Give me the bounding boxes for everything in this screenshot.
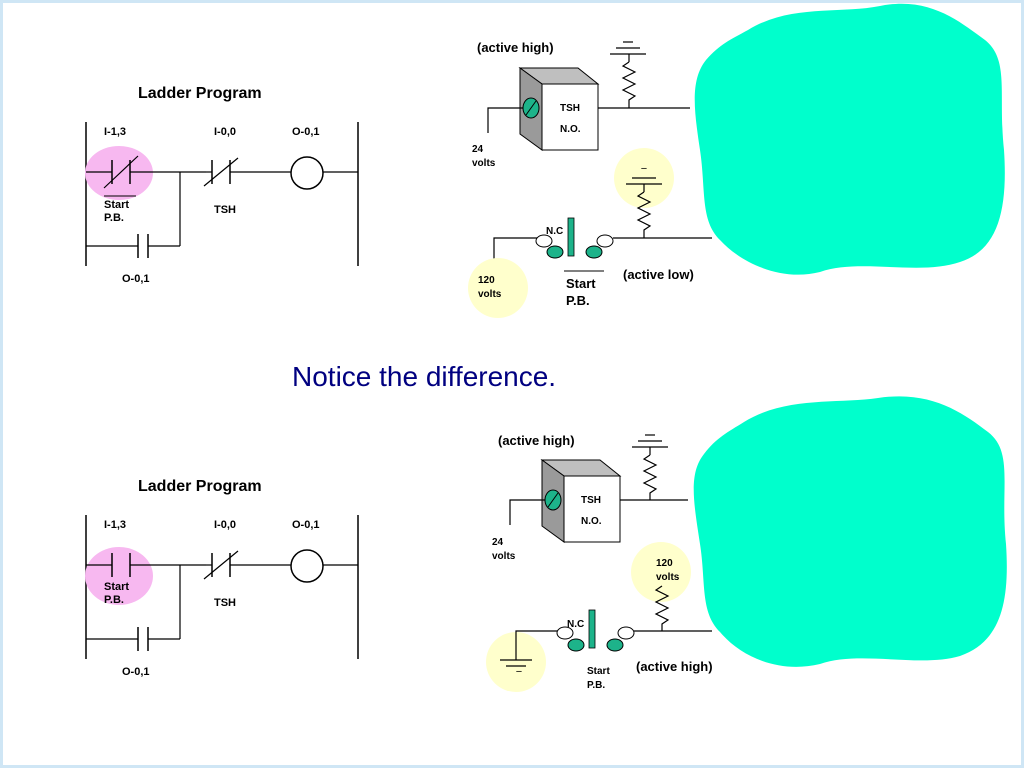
24v-label-line1: 24 xyxy=(492,537,504,548)
120v-highlight xyxy=(631,542,691,602)
pb-terminal-right xyxy=(596,234,614,248)
ground-highlight xyxy=(486,632,546,692)
ground-mark: − xyxy=(516,666,522,678)
field-circuit-bottom: (active high) TSH N.O. 24 volts 120 volt… xyxy=(486,396,1007,692)
ladder-program-bottom: Ladder Program I-1,3 I-0,0 O-0,1 Start P… xyxy=(85,478,359,678)
start-pb-label-line2: P.B. xyxy=(104,594,124,606)
start-pb-label-line2: P.B. xyxy=(587,680,605,691)
ladder-title: Ladder Program xyxy=(138,85,262,102)
address-input-tsh: I-0,0 xyxy=(214,126,236,138)
bottom-input-label: (active high) xyxy=(636,659,713,674)
top-input-label: (active high) xyxy=(477,40,554,55)
tsh-box-label: TSH xyxy=(560,103,580,114)
pulldown-resistor xyxy=(636,191,652,238)
24v-label-line2: volts xyxy=(472,158,496,169)
start-pushbutton xyxy=(567,217,575,257)
panel-bottom: Ladder Program I-1,3 I-0,0 O-0,1 Start P… xyxy=(85,396,1007,692)
start-contact-highlight xyxy=(85,547,153,605)
seal-in-label: O-0,1 xyxy=(122,273,150,285)
output-coil xyxy=(290,156,324,190)
start-contact-highlight xyxy=(85,146,153,200)
pb-terminal-left xyxy=(556,626,574,640)
24v-label-line1: 24 xyxy=(472,144,484,155)
address-input-start: I-1,3 xyxy=(104,126,126,138)
address-output: O-0,1 xyxy=(292,519,320,531)
field-circuit-top: (active high) TSH N.O. 24 volts − xyxy=(468,3,1005,318)
ladder-program-top: Ladder Program I-1,3 I-0,0 O-0,1 Start P… xyxy=(85,85,359,285)
ladder-title: Ladder Program xyxy=(138,478,262,495)
start-pb-label-line1: Start xyxy=(104,199,129,211)
no-label: N.O. xyxy=(560,124,581,135)
nc-label: N.C xyxy=(546,226,563,237)
slide-caption: Notice the difference. xyxy=(292,361,556,392)
24v-label-line2: volts xyxy=(492,551,516,562)
address-input-tsh: I-0,0 xyxy=(214,519,236,531)
start-pb-label-line1: Start xyxy=(104,581,129,593)
start-pb-label-line2: P.B. xyxy=(104,212,124,224)
ground-mark: − xyxy=(641,163,647,175)
120v-highlight xyxy=(468,258,528,318)
tsh-switch-box xyxy=(563,475,621,543)
start-pb-label-line2: P.B. xyxy=(566,293,590,308)
pullup-resistor xyxy=(642,454,658,500)
bottom-input-label: (active low) xyxy=(623,267,694,282)
120v-label-line1: 120 xyxy=(656,558,673,569)
panel-top: Ladder Program I-1,3 I-0,0 O-0,1 Start P… xyxy=(85,3,1005,318)
plc-blob xyxy=(694,3,1005,275)
pb-terminal-right xyxy=(617,626,635,640)
120v-label-line2: volts xyxy=(478,289,502,300)
pb-terminal-left xyxy=(535,234,553,248)
nc-label: N.C xyxy=(567,619,584,630)
plc-blob xyxy=(693,396,1007,667)
tsh-label: TSH xyxy=(214,597,236,609)
tsh-box-label: TSH xyxy=(581,495,601,506)
start-pb-label-line1: Start xyxy=(566,276,596,291)
address-input-start: I-1,3 xyxy=(104,519,126,531)
address-output: O-0,1 xyxy=(292,126,320,138)
top-input-label: (active high) xyxy=(498,433,575,448)
120v-label-line2: volts xyxy=(656,572,680,583)
pulldown-resistor xyxy=(654,585,670,631)
start-pb-label-line1: Start xyxy=(587,666,610,677)
start-pushbutton xyxy=(588,609,596,649)
seal-in-label: O-0,1 xyxy=(122,666,150,678)
tsh-switch-box xyxy=(541,83,599,151)
120v-label-line1: 120 xyxy=(478,275,495,286)
tsh-label: TSH xyxy=(214,204,236,216)
pullup-resistor xyxy=(621,61,637,108)
no-label: N.O. xyxy=(581,516,602,527)
output-coil xyxy=(290,549,324,583)
